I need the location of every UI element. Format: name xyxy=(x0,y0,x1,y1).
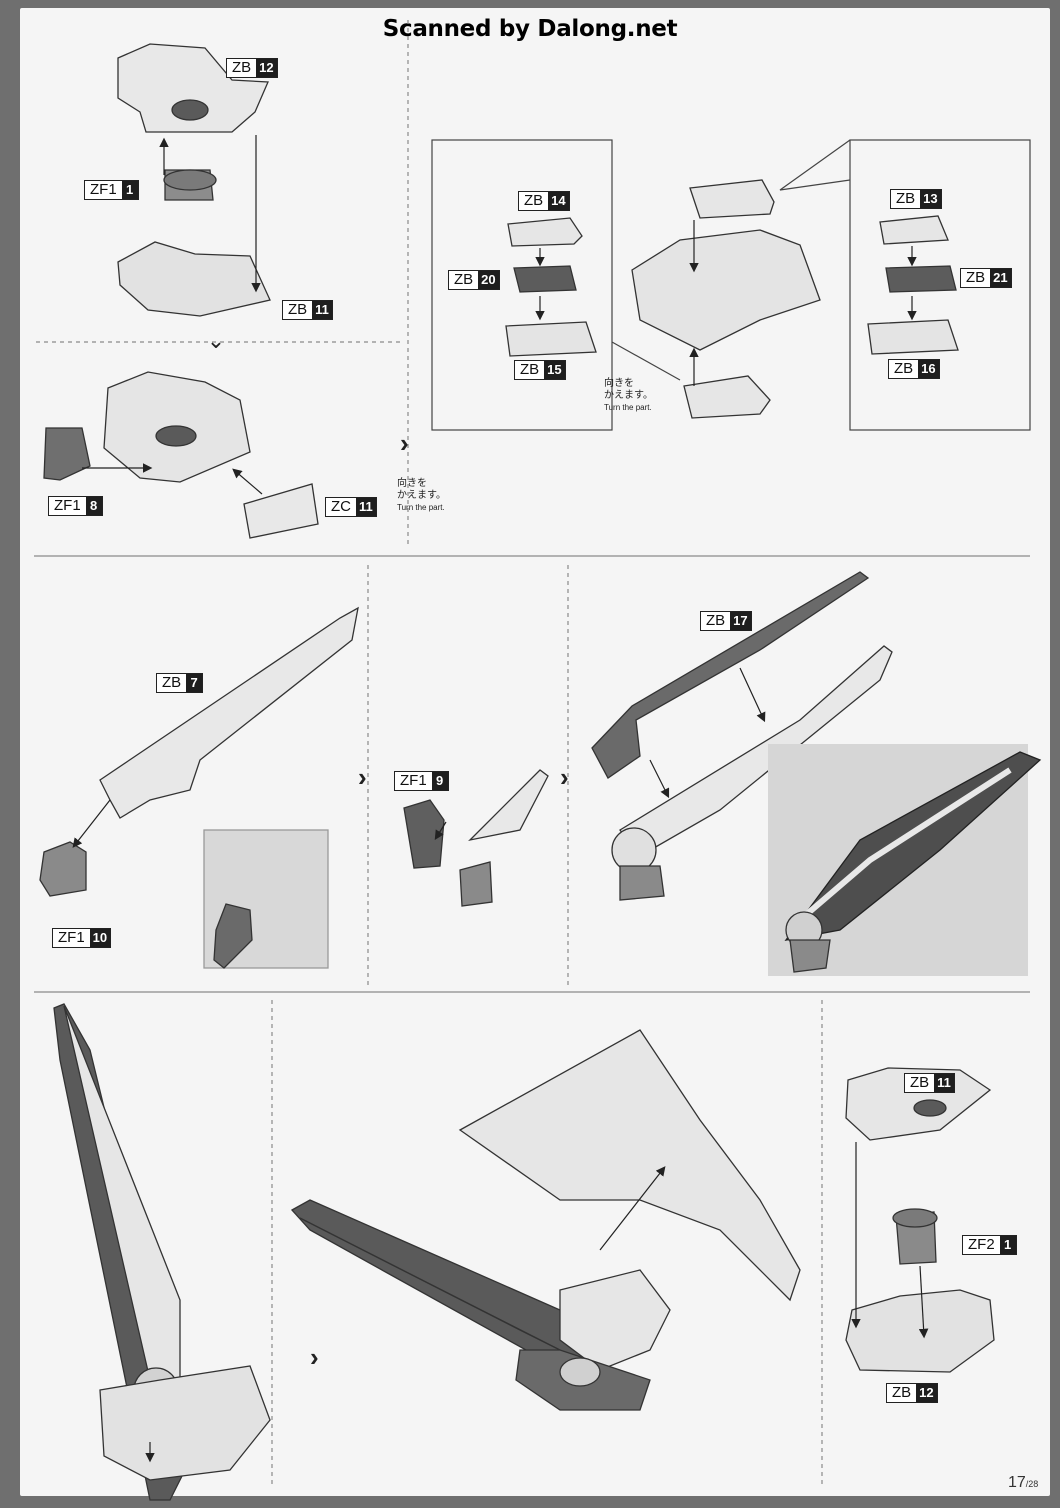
step-arrow-right: › xyxy=(310,1342,319,1372)
page-number: 17/28 xyxy=(1008,1474,1039,1491)
step-arrow-right: › xyxy=(358,762,367,792)
hip-joint-parts xyxy=(43,43,319,539)
turn-part-note: 向きを かえます。 Turn the part. xyxy=(397,478,446,512)
blade-parts xyxy=(39,571,1042,976)
step-arrow-down: ⌄ xyxy=(207,329,225,354)
step-arrow-right: › xyxy=(560,762,569,792)
detail-callout-left xyxy=(431,139,1031,431)
turn-part-note: 向きを かえます。 Turn the part. xyxy=(604,378,653,412)
watermark: Scanned by Dalong.net xyxy=(382,16,678,42)
step-arrow-right: › xyxy=(400,428,409,458)
final-assembly-parts xyxy=(53,1003,995,1501)
armor-box-parts xyxy=(505,179,959,419)
